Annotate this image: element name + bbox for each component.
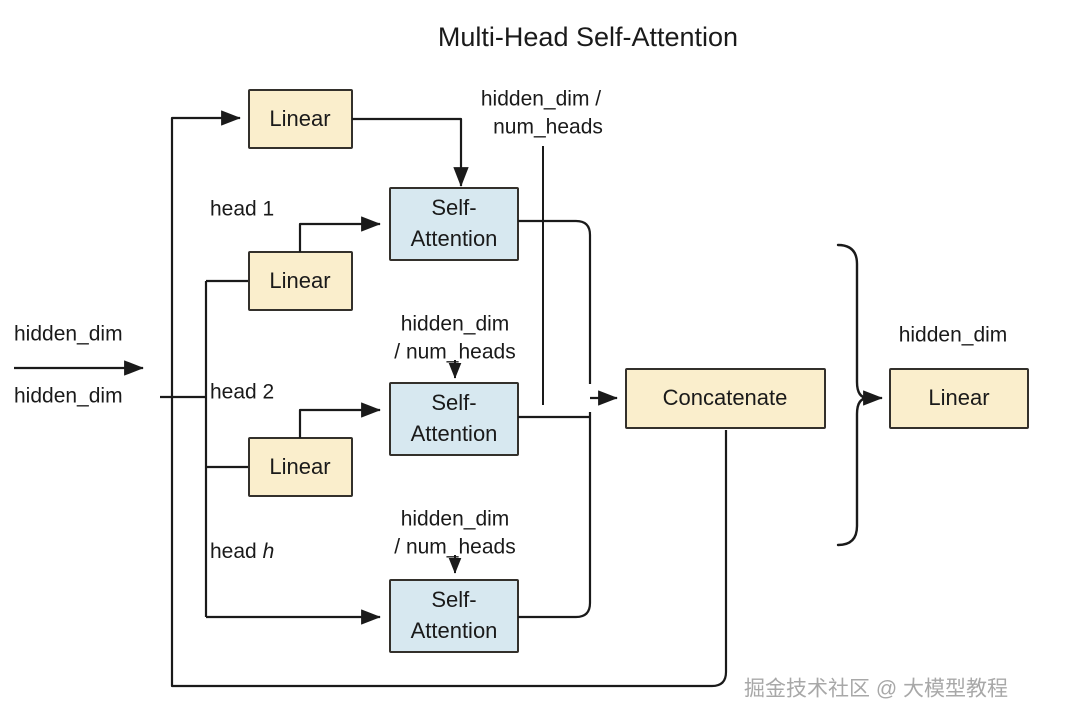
concatenate-label: Concatenate [663,385,788,410]
linear-output-box[interactable] [889,368,1029,429]
linear-head2-to-attention2 [298,402,381,438]
linear-head2-label: Linear [269,454,330,479]
bus-to-linear-top [170,110,241,397]
self-attention-2-label-line2: Attention [411,421,498,446]
input-dim-top-label: hidden_dim [14,323,123,346]
linear-head1-to-attention1 [298,216,381,252]
self-attention-2-label-line1: Self- [431,390,476,415]
self-attention-1-label-line1: Self- [431,195,476,220]
proj-dim-mid-label-line2: / num_heads [394,341,515,364]
proj-dim-bottom-label-line2: / num_heads [394,536,515,559]
proj-dim-bottom-label-line1: hidden_dim [401,508,510,531]
residual-bus-to-concatenate [170,397,728,688]
head-1-label: head 1 [210,198,274,221]
proj-dim-top-label-line2: num_heads [493,116,603,139]
linear-output-label: Linear [928,385,989,410]
input-dim-bottom-label: hidden_dim [14,385,123,408]
self-attention-3-label-line2: Attention [411,618,498,643]
watermark: 掘金技术社区 @ 大模型教程 [744,678,1008,701]
linear-top-to-attention1 [352,117,469,187]
concatenate-box[interactable] [625,368,826,429]
proj-dim-mid-label-line1: hidden_dim [401,313,510,336]
proj-dim-top-label-line1: hidden_dim / [481,88,601,111]
self-attention-1-box[interactable] [389,187,519,261]
self-attention-2-box[interactable] [389,382,519,456]
self-attention-3-label-line1: Self- [431,587,476,612]
attention1-output-path [518,219,592,384]
head-h-label: head h [210,540,274,563]
output-brace [836,243,869,547]
page-title: Multi-Head Self-Attention [438,22,738,52]
linear-head1-label: Linear [269,268,330,293]
self-attention-1-label-line2: Attention [411,226,498,251]
linear-top-label: Linear [269,106,330,131]
attention3-output-path [518,412,592,619]
head-2-label: head 2 [210,381,274,404]
output-dim-label: hidden_dim [899,324,1008,347]
